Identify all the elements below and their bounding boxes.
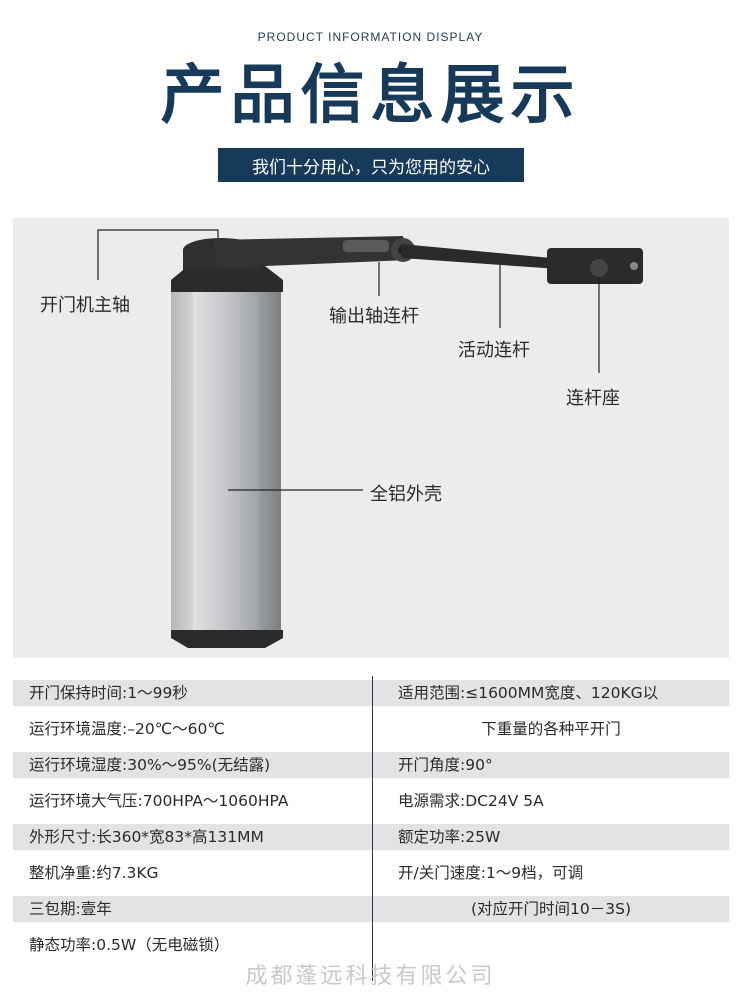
product-image-area: [13, 218, 729, 658]
spec-row: 静态功率:0.5W（无电磁锁）: [13, 932, 729, 958]
housing-front-face: [193, 288, 259, 638]
spec-right: 下重量的各种平开门: [481, 720, 621, 738]
housing-top-cap: [171, 266, 283, 292]
housing-bottom-cap: [171, 630, 283, 648]
spec-row: 运行环境湿度:30%～95%(无结露) 开门角度:90°: [13, 752, 729, 778]
spec-left: 运行环境温度:–20℃～60℃: [29, 720, 225, 738]
spec-right: 开/关门速度:1～9档，可调: [398, 864, 584, 882]
spec-right: 适用范围:≤1600MM宽度、120KG以: [398, 684, 659, 702]
spec-left: 开门保持时间:1～99秒: [29, 684, 188, 702]
callout-main-shaft: 开门机主轴: [40, 295, 130, 316]
spec-row: 运行环境大气压:700HPA～1060HPA 电源需求:DC24V 5A: [13, 788, 729, 814]
spec-row: 运行环境温度:–20℃～60℃ 下重量的各种平开门: [13, 716, 729, 742]
door-operator-illustration: [97, 229, 643, 648]
callout-active-link: 活动连杆: [458, 340, 530, 361]
spec-row: 外形尺寸:长360*宽83*高131MM 额定功率:25W: [13, 824, 729, 850]
active-link-arm: [401, 244, 573, 270]
spec-column-divider: [372, 676, 373, 981]
spec-row: 三包期:壹年 (对应开门时间10－3S): [13, 896, 729, 922]
housing-left-face: [171, 288, 193, 638]
product-subtitle-en: PRODUCT INFORMATION DISPLAY: [257, 30, 484, 44]
spec-left: 整机净重:约7.3KG: [29, 864, 159, 882]
spec-left: 外形尺寸:长360*宽83*高131MM: [29, 828, 264, 846]
callout-link-seat: 连杆座: [566, 388, 620, 409]
page-title: 产品信息展示: [160, 59, 581, 133]
company-name: 成都蓬远科技有限公司: [245, 964, 496, 989]
spec-left: 运行环境湿度:30%～95%(无结露): [29, 756, 271, 774]
spec-left: 运行环境大气压:700HPA～1060HPA: [29, 792, 289, 810]
spec-right: 开门角度:90°: [398, 756, 493, 774]
spec-left: 静态功率:0.5W（无电磁锁）: [29, 936, 230, 954]
housing-right-face: [259, 288, 281, 638]
spec-row: 整机净重:约7.3KG 开/关门速度:1～9档，可调: [13, 860, 729, 886]
spec-right: (对应开门时间10－3S): [470, 900, 632, 918]
callout-output-link: 输出轴连杆: [329, 306, 419, 327]
leader-main-shaft: [97, 229, 219, 280]
spec-right: 电源需求:DC24V 5A: [398, 792, 544, 810]
slogan-banner: 我们十分用心，只为您用的安心: [218, 148, 524, 182]
spec-left: 三包期:壹年: [29, 900, 112, 918]
spec-right: 额定功率:25W: [398, 828, 501, 846]
callout-housing: 全铝外壳: [370, 484, 442, 505]
spec-row: 开门保持时间:1～99秒 适用范围:≤1600MM宽度、120KG以: [13, 680, 729, 706]
